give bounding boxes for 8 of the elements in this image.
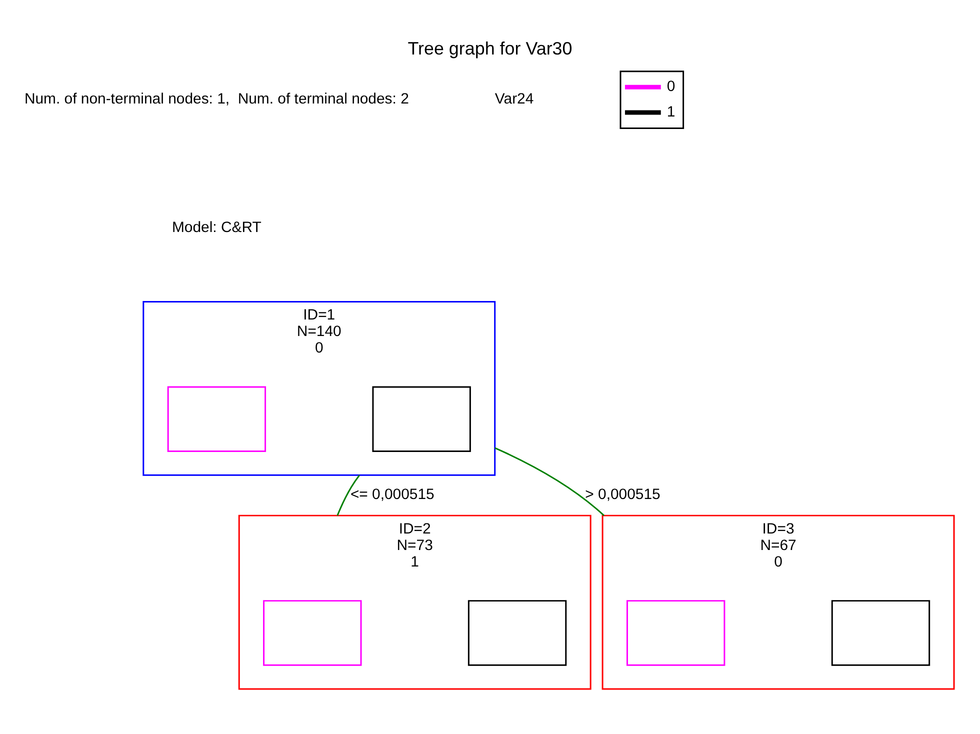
label: Model: C&RT [172,218,262,236]
diagram-title: Tree graph for Var30 [408,38,572,58]
edge-label: <= 0,000515 [350,486,434,503]
label: Var24 [494,90,534,108]
legend-label: 0 [666,77,676,94]
legend-label: 1 [666,102,676,120]
label: Num. of non-terminal nodes: 1, Num. of terminal nodes: 2 [24,90,409,108]
edge-label: > 0,000515 [585,486,660,503]
